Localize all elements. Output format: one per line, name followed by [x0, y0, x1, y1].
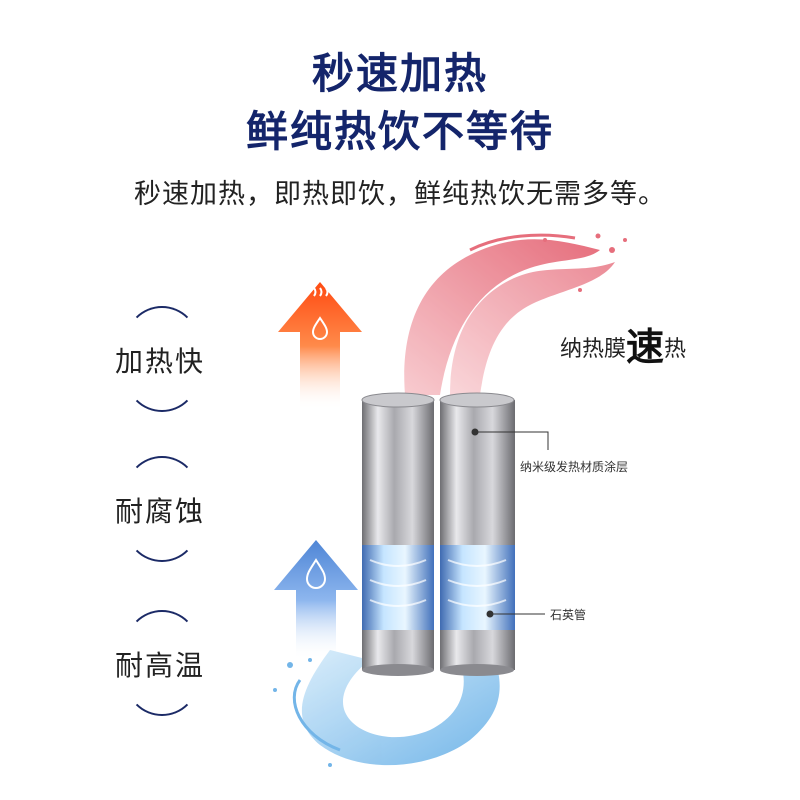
cold-water-splash [273, 650, 500, 767]
feature-arc-top [125, 306, 199, 380]
coating-callout-line [471, 428, 549, 450]
hot-flow-arrow [278, 282, 362, 410]
film-label-suffix: 热 [664, 337, 687, 362]
tube-callout-line [486, 610, 545, 618]
water-drop-icon [305, 558, 327, 589]
feature-label: 加热快 [114, 345, 205, 378]
hot-water-splash [404, 233, 627, 395]
feature-label: 耐高温 [114, 649, 205, 682]
quartz-tube-label: 石英管 [550, 608, 587, 622]
feature-arc-top [125, 610, 199, 684]
feature-arc-top [125, 456, 199, 530]
page-title-line2: 鲜纯热饮不等待 [245, 107, 554, 156]
page-title: 秒速加热 [311, 49, 488, 98]
page-subtitle: 秒速加热，即热即饮，鲜纯热饮无需多等。 [134, 179, 666, 210]
feature-high-temp-resistant: 耐高温 [95, 610, 225, 716]
heating-tube-left [361, 392, 435, 676]
feature-arc-bottom [125, 642, 199, 716]
feature-label: 耐腐蚀 [114, 495, 205, 528]
hot-water-drop-icon [311, 287, 329, 340]
feature-fast-heating: 加热快 [95, 306, 225, 412]
feature-corrosion-resistant: 耐腐蚀 [95, 456, 225, 562]
film-label-accent: 速 [626, 325, 665, 369]
cold-flow-arrow [274, 540, 358, 660]
feature-arc-bottom [125, 338, 199, 412]
feature-arc-bottom [125, 488, 199, 562]
film-label-prefix: 纳热膜 [560, 337, 627, 362]
heating-tube-right [439, 392, 515, 676]
coating-label: 纳米级发热材质涂层 [520, 460, 629, 474]
heating-film-label: 纳热膜速热 [560, 316, 686, 371]
